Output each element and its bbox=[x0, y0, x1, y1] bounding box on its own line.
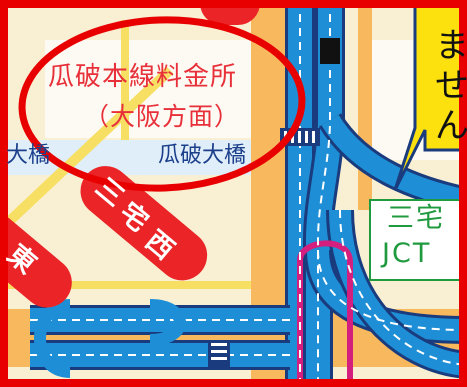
jct-ramp bbox=[321, 114, 467, 210]
junction-marker-icon bbox=[320, 38, 340, 64]
callout-char: ま bbox=[435, 26, 467, 66]
callout-char: せ bbox=[435, 66, 467, 106]
toll-plaza-direction: （大阪方面） bbox=[84, 102, 241, 131]
callout-char: ん bbox=[435, 106, 467, 146]
jct-label-box bbox=[369, 199, 467, 281]
bridge-label-partial: 大橋 bbox=[6, 143, 51, 168]
route-pill bbox=[80, 166, 208, 281]
red-annotation-ellipse bbox=[18, 16, 306, 192]
local-road bbox=[0, 66, 174, 234]
toll-plaza-name: 瓜破本線料金所 bbox=[48, 62, 238, 92]
toll-gate-icon bbox=[208, 340, 230, 370]
ramp-hook bbox=[34, 299, 71, 378]
lane-markings bbox=[30, 0, 467, 387]
bridge-label: 瓜破大橋 bbox=[158, 143, 247, 168]
ramp-hook bbox=[149, 299, 186, 346]
speech-callout bbox=[393, 0, 467, 191]
junction-name: 三宅 bbox=[387, 203, 445, 234]
junction-type: JCT bbox=[382, 238, 432, 269]
route-pill bbox=[0, 212, 72, 308]
